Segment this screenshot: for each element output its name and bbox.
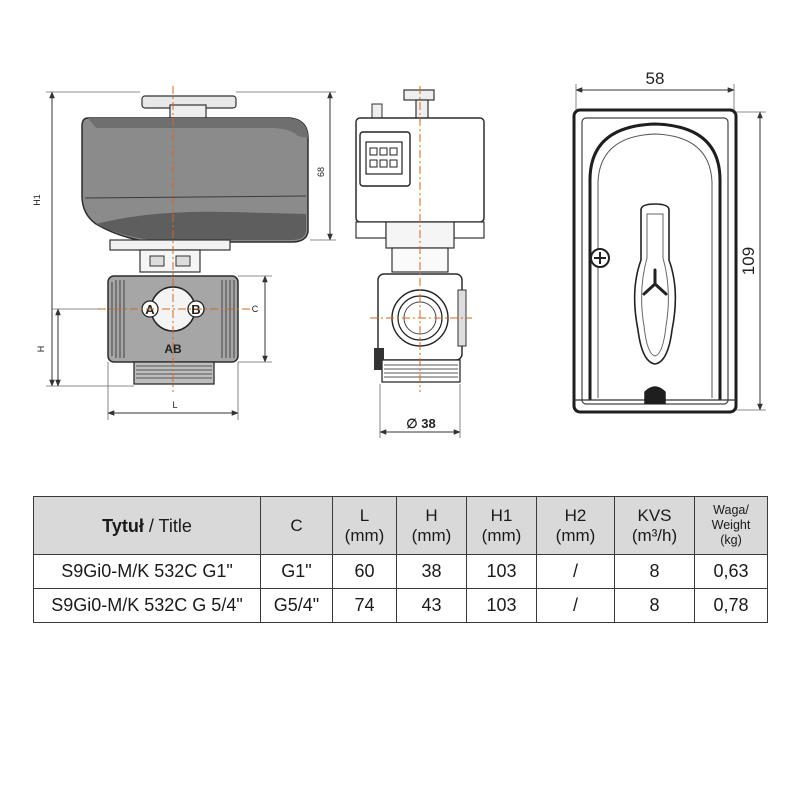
cell-h2: / (536, 588, 615, 623)
cell-kvs: 8 (614, 554, 695, 589)
header-c: C (260, 496, 333, 555)
side-view: ∅ 38 (355, 86, 485, 438)
header-l: L(mm) (332, 496, 397, 555)
cell-c: G1" (260, 554, 333, 589)
header-title: Tytuł / Title (33, 496, 261, 555)
dim-68-label: 68 (316, 167, 326, 177)
dim-height-label: 109 (739, 247, 758, 275)
dim-c-label: C (252, 304, 259, 314)
table-row: S9Gi0-M/K 532C G1" G1" 60 38 103 / 8 0,6… (33, 554, 768, 589)
header-h2: H2(mm) (536, 496, 615, 555)
top-view: 58 109 (572, 69, 766, 414)
cell-h1: 103 (466, 554, 537, 589)
cell-title: S9Gi0-M/K 532C G 5/4" (33, 588, 261, 623)
cell-weight: 0,63 (694, 554, 768, 589)
dim-l-label: L (172, 400, 177, 410)
cell-h2: / (536, 554, 615, 589)
dim-diameter-label: ∅ 38 (406, 416, 435, 431)
table-header-row: Tytuł / Title C L(mm) H(mm) H1(mm) H2(mm… (33, 496, 768, 555)
cell-h: 38 (396, 554, 467, 589)
header-weight: Waga/Weight(kg) (694, 496, 768, 555)
table-row: S9Gi0-M/K 532C G 5/4" G5/4" 74 43 103 / … (33, 588, 768, 623)
dim-h1-label: H1 (32, 194, 42, 206)
cell-title: S9Gi0-M/K 532C G1" (33, 554, 261, 589)
cell-c: G5/4" (260, 588, 333, 623)
cell-weight: 0,78 (694, 588, 768, 623)
technical-drawing: A B AB H1 H 68 C L (32, 69, 766, 438)
spec-table: Tytuł / Title C L(mm) H(mm) H1(mm) H2(mm… (33, 496, 768, 623)
cell-l: 60 (332, 554, 397, 589)
cell-kvs: 8 (614, 588, 695, 623)
header-h1: H1(mm) (466, 496, 537, 555)
dim-h-label: H (36, 346, 46, 353)
dim-width-label: 58 (646, 69, 665, 88)
cell-h1: 103 (466, 588, 537, 623)
cell-l: 74 (332, 588, 397, 623)
front-view: A B AB H1 H 68 C L (32, 86, 336, 420)
cell-h: 43 (396, 588, 467, 623)
header-kvs: KVS(m³/h) (614, 496, 695, 555)
header-h: H(mm) (396, 496, 467, 555)
